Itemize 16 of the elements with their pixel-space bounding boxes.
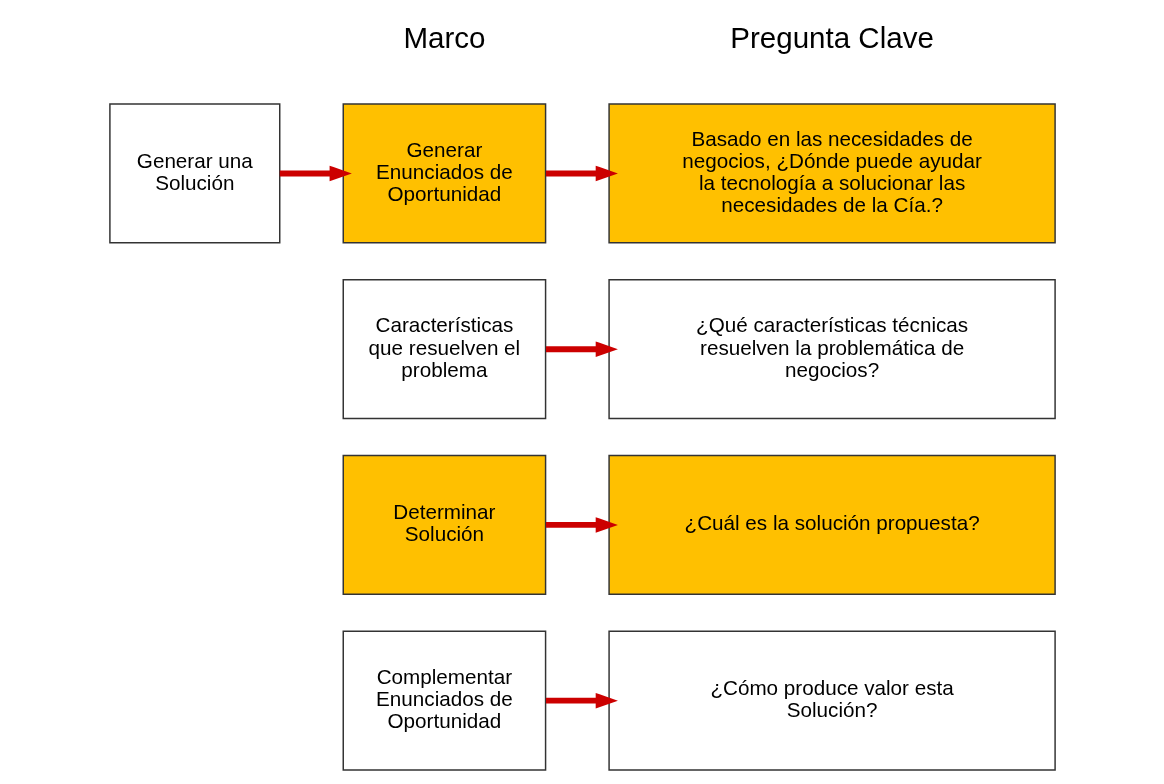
label: Pregunta Clave bbox=[729, 20, 934, 54]
label: Marco bbox=[402, 20, 485, 54]
arrow bbox=[545, 692, 618, 709]
arrow bbox=[279, 165, 352, 182]
node-box: ¿Qué características técnicas resuelven la problemática de negocios? bbox=[607, 279, 1056, 420]
arrow bbox=[545, 165, 618, 182]
node-box: Complementar Enunciados de Oportunidad bbox=[342, 630, 546, 771]
arrow bbox=[545, 517, 618, 533]
node-box: Generar Enunciados de Oportunidad bbox=[342, 103, 546, 244]
arrow bbox=[545, 341, 618, 357]
node-box: ¿Cuál es la solución propuesta? bbox=[607, 454, 1056, 596]
node-box: Basado en las necesidades de negocios, ¿Dónde puede ayudar la tecnología a solucionar las necesidades de la Cía.? bbox=[607, 103, 1056, 244]
node-box: Características que resuelven el problema bbox=[342, 279, 546, 420]
node-box: Determinar Solución bbox=[342, 454, 546, 596]
node-box: Generar una Solución bbox=[108, 103, 280, 244]
node-box: ¿Cómo produce valor esta Solución? bbox=[607, 630, 1056, 771]
